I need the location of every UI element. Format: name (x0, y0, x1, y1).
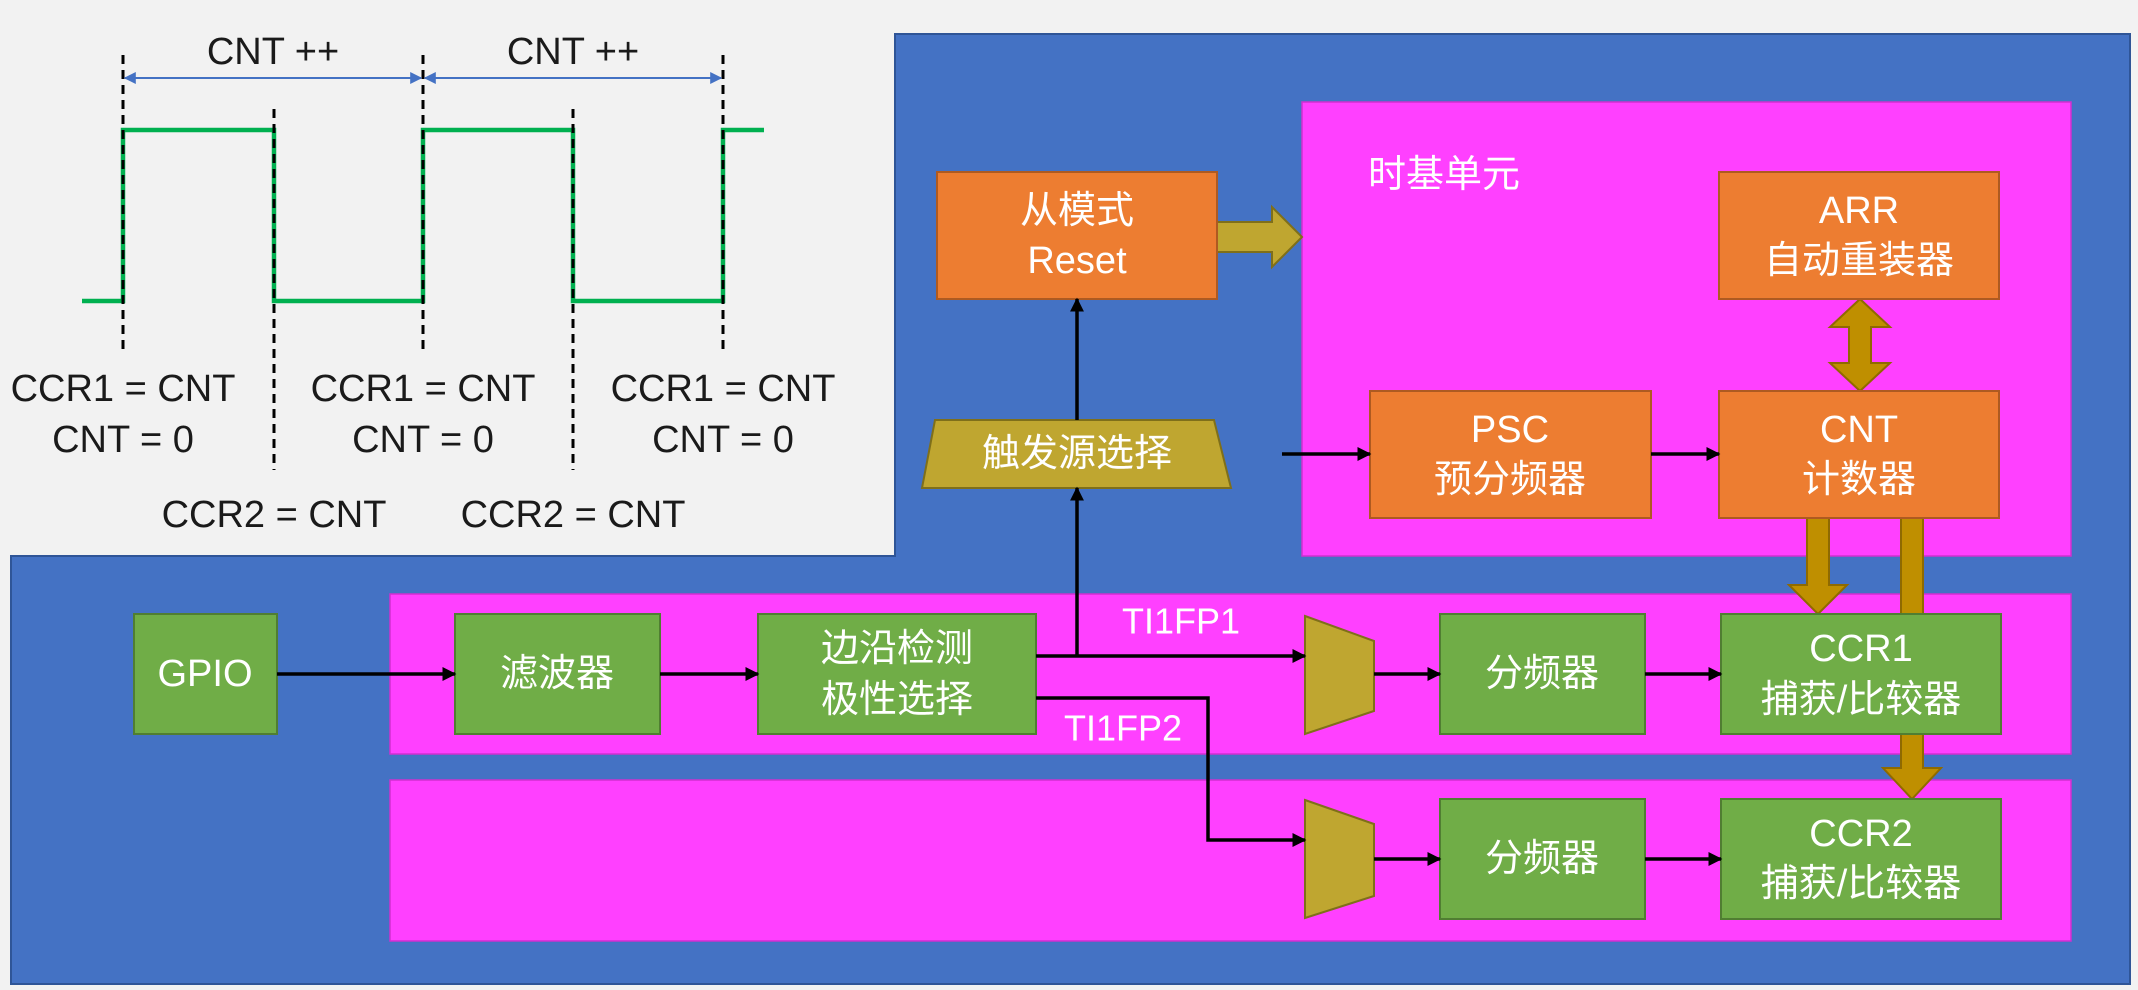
channel-1-mux (1304, 614, 1375, 736)
arr-block: ARR 自动重装器 (1718, 171, 2000, 300)
cnt-to-ccr1-arrow (1786, 517, 1850, 616)
edge-detect-label: 边沿检测 (821, 628, 973, 670)
trigger-select-block: 触发源选择 (920, 419, 1233, 489)
cnt-desc: 计数器 (1802, 459, 1916, 501)
ccr1-capture-label-3: CCR1 = CNT (611, 368, 836, 410)
arr-desc: 自动重装器 (1764, 240, 1954, 282)
ti1fp1-label: TI1FP1 (1122, 601, 1240, 642)
count-increment-label-2: CNT ++ (507, 31, 639, 73)
trigger-select-shape (920, 419, 1233, 489)
ccr1-desc: 捕获/比较器 (1761, 679, 1962, 721)
wire-ti1fp2-to-mux2 (1036, 696, 1307, 847)
gpio-block: GPIO (133, 613, 278, 735)
channel-1-prescaler-box (1439, 613, 1646, 735)
ccr1-title: CCR1 (1809, 628, 1912, 670)
ccr1-box (1720, 613, 2002, 735)
edge-detect-box (757, 613, 1037, 735)
channel-2-mux (1304, 798, 1375, 920)
channel-2-prescaler-box (1439, 798, 1646, 920)
arr-box (1718, 171, 2000, 300)
trigger-select-label: 触发源选择 (982, 433, 1172, 475)
ccr2-capture-label-2: CCR2 = CNT (461, 494, 686, 536)
count-increment-label-1: CNT ++ (207, 31, 339, 73)
psc-desc: 预分频器 (1434, 459, 1586, 501)
channel-2-prescaler-block: 分频器 (1439, 798, 1646, 920)
slave-mode-block: 从模式 Reset (936, 171, 1218, 300)
ccr1-capture-label-2: CCR1 = CNT (311, 368, 536, 410)
cnt-block: CNT 计数器 (1718, 390, 2000, 519)
ccr2-desc: 捕获/比较器 (1761, 863, 1962, 905)
psc-block: PSC 预分频器 (1369, 390, 1652, 519)
cnt-title: CNT (1820, 409, 1898, 451)
psc-box (1369, 390, 1652, 519)
ccr1-block: CCR1 捕获/比较器 (1720, 613, 2002, 735)
ccr2-box (1720, 798, 2002, 920)
gpio-label: GPIO (157, 653, 252, 695)
ccr2-title: CCR2 (1809, 813, 1912, 855)
waveform-panel: CNT ++ CNT ++ CCR1 = CNT CCR1 = CNT CCR1… (11, 31, 836, 536)
arr-title: ARR (1819, 190, 1899, 232)
filter-label: 滤波器 (500, 653, 614, 695)
time-base-title: 时基单元 (1368, 154, 1520, 196)
counter-reset-label-1: CNT = 0 (52, 419, 194, 461)
ccr1-capture-label-1: CCR1 = CNT (11, 368, 236, 410)
signal-wires (277, 297, 1723, 866)
counter-reset-label-3: CNT = 0 (652, 419, 794, 461)
ti1fp2-label: TI1FP2 (1064, 708, 1182, 749)
ccr2-block: CCR2 捕获/比较器 (1720, 798, 2002, 920)
counter-reset-label-2: CNT = 0 (352, 419, 494, 461)
channel-2-prescaler-label: 分频器 (1485, 838, 1599, 880)
edge-detect-block: 边沿检测 极性选择 (757, 613, 1037, 735)
psc-title: PSC (1471, 409, 1549, 451)
polarity-select-label: 极性选择 (821, 679, 973, 721)
slave-mode-title: 从模式 (1020, 190, 1134, 232)
channel-1-prescaler-label: 分频器 (1485, 653, 1599, 695)
cnt-box (1718, 390, 2000, 519)
filter-block: 滤波器 (454, 613, 661, 735)
ccr2-capture-label-1: CCR2 = CNT (162, 494, 387, 536)
slave-mode-value: Reset (1027, 240, 1127, 282)
slave-to-time-base-arrow (1216, 204, 1304, 270)
channel-1-prescaler-block: 分频器 (1439, 613, 1646, 735)
